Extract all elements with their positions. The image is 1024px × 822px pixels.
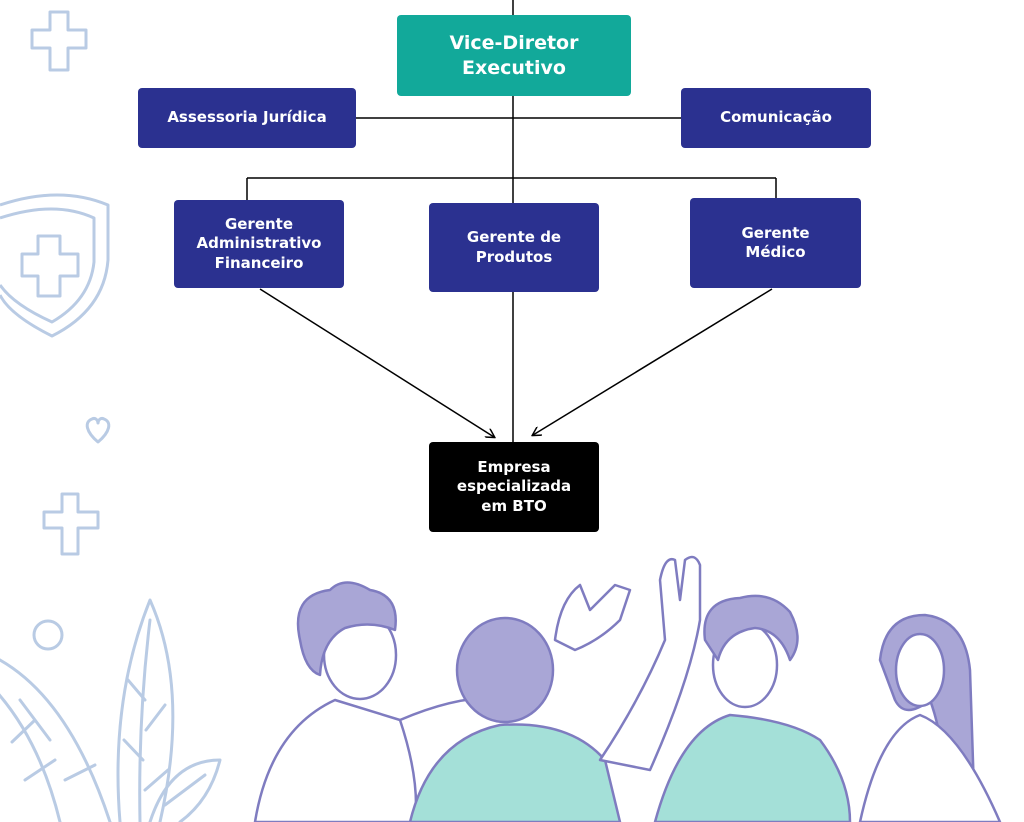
communication-box: Comunicação bbox=[681, 88, 871, 148]
left-person-shirt bbox=[253, 698, 418, 822]
center-person-shirt bbox=[653, 713, 852, 822]
circle-icon bbox=[32, 619, 64, 651]
arrow-left-to-bto bbox=[259, 288, 494, 437]
manager-products-label: Gerente de Produtos bbox=[466, 228, 562, 266]
right-person-shirt bbox=[858, 713, 1002, 822]
arrow-right-to-bto bbox=[533, 288, 773, 435]
front-person-hair bbox=[455, 616, 555, 724]
plus-icon bbox=[42, 492, 100, 556]
leaves-illustration bbox=[0, 598, 222, 822]
manager-medical-label: Gerente Médico bbox=[741, 223, 810, 262]
manager-admin-finance-label: Gerente Administrativo Financeiro bbox=[196, 214, 322, 272]
vice-director-label: Vice-Diretor Executivo bbox=[449, 31, 579, 79]
manager-medical-box: Gerente Médico bbox=[690, 198, 861, 288]
bto-company-box: Empresa especializada em BTO bbox=[429, 442, 599, 532]
front-person-shirt bbox=[408, 723, 622, 822]
vice-director-box: Vice-Diretor Executivo bbox=[397, 15, 631, 96]
left-person-hair bbox=[296, 581, 397, 677]
center-person-hair bbox=[703, 594, 799, 662]
plus-icon bbox=[30, 10, 88, 72]
communication-label: Comunicação bbox=[720, 108, 832, 127]
legal-advisory-label: Assessoria Jurídica bbox=[167, 108, 327, 127]
bto-company-label: Empresa especializada em BTO bbox=[456, 457, 572, 515]
heart-icon bbox=[85, 417, 111, 444]
legal-advisory-box: Assessoria Jurídica bbox=[138, 88, 356, 148]
shield-plus-icon bbox=[0, 193, 110, 338]
manager-admin-finance-box: Gerente Administrativo Financeiro bbox=[174, 200, 344, 288]
manager-products-box: Gerente de Produtos bbox=[429, 203, 599, 292]
high-five-hands bbox=[598, 555, 702, 772]
